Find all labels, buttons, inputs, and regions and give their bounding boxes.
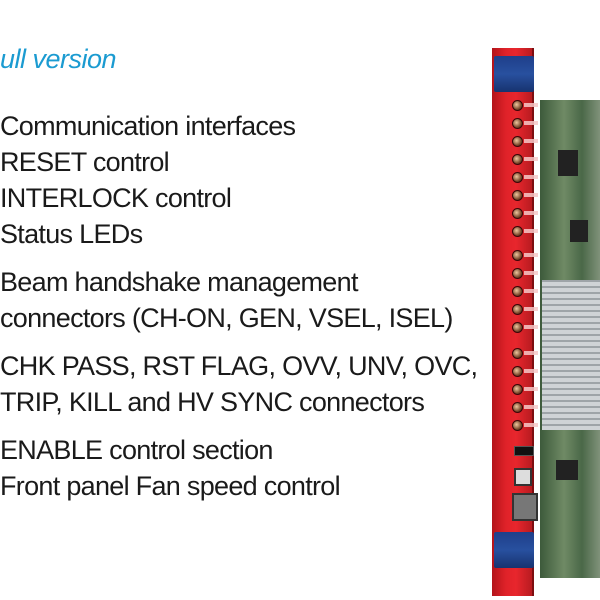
connector-label-mark xyxy=(524,423,538,427)
lemo-connector xyxy=(512,420,523,431)
connector-label-mark xyxy=(524,289,538,293)
feature-item: Status LEDs xyxy=(0,219,143,249)
connector-label-mark xyxy=(524,405,538,409)
lemo-connector xyxy=(512,172,523,183)
lemo-connector xyxy=(512,136,523,147)
feature-item: Beam handshake management xyxy=(0,267,358,297)
feature-item: Communication interfaces xyxy=(0,111,296,141)
board-chip xyxy=(570,220,588,242)
ethernet-port xyxy=(512,493,538,521)
connector-label-mark xyxy=(524,193,538,197)
lemo-connector xyxy=(512,250,523,261)
feature-item: INTERLOCK control xyxy=(0,183,232,213)
lemo-connector xyxy=(512,190,523,201)
feature-item: CHK PASS, RST FLAG, OVV, UNV, OVC, xyxy=(0,351,478,381)
lemo-connector xyxy=(512,304,523,315)
usb-port xyxy=(514,446,534,456)
feature-item: Front panel Fan speed control xyxy=(0,471,341,501)
lemo-connector xyxy=(512,208,523,219)
bottom-handle xyxy=(494,532,534,568)
connector-label-mark xyxy=(524,271,538,275)
lemo-connector xyxy=(512,384,523,395)
lemo-connector xyxy=(512,118,523,129)
section-heading: ull version xyxy=(0,44,117,74)
lemo-connector xyxy=(512,154,523,165)
connector-label-mark xyxy=(524,229,538,233)
lemo-connector xyxy=(512,366,523,377)
connector-label-mark xyxy=(524,387,538,391)
front-panel xyxy=(492,48,538,596)
feature-item: RESET control xyxy=(0,147,170,177)
board-chip xyxy=(556,460,578,480)
connector-label-mark xyxy=(524,307,538,311)
feature-item: connectors (CH-ON, GEN, VSEL, ISEL) xyxy=(0,303,453,333)
connector-label-mark xyxy=(524,211,538,215)
lemo-connector xyxy=(512,348,523,359)
connector-label-mark xyxy=(524,369,538,373)
connector-label-mark xyxy=(524,157,538,161)
lemo-connector xyxy=(512,100,523,111)
feature-list: Communication interfaces RESET control I… xyxy=(0,108,478,504)
connector-label-mark xyxy=(524,103,538,107)
connector-label-mark xyxy=(524,121,538,125)
lemo-connector xyxy=(512,402,523,413)
service-port xyxy=(514,468,532,486)
connector-label-mark xyxy=(524,139,538,143)
connector-label-mark xyxy=(524,351,538,355)
heatsink xyxy=(542,280,600,430)
connector-label-mark xyxy=(524,253,538,257)
feature-item: TRIP, KILL and HV SYNC connectors xyxy=(0,387,425,417)
feature-item: ENABLE control section xyxy=(0,435,273,465)
module-photo xyxy=(480,40,600,600)
connector-label-mark xyxy=(524,175,538,179)
lemo-connector xyxy=(512,322,523,333)
lemo-connector xyxy=(512,226,523,237)
board-chip xyxy=(558,150,578,176)
lemo-connector xyxy=(512,286,523,297)
connector-label-mark xyxy=(524,325,538,329)
top-handle xyxy=(494,56,534,92)
lemo-connector xyxy=(512,268,523,279)
